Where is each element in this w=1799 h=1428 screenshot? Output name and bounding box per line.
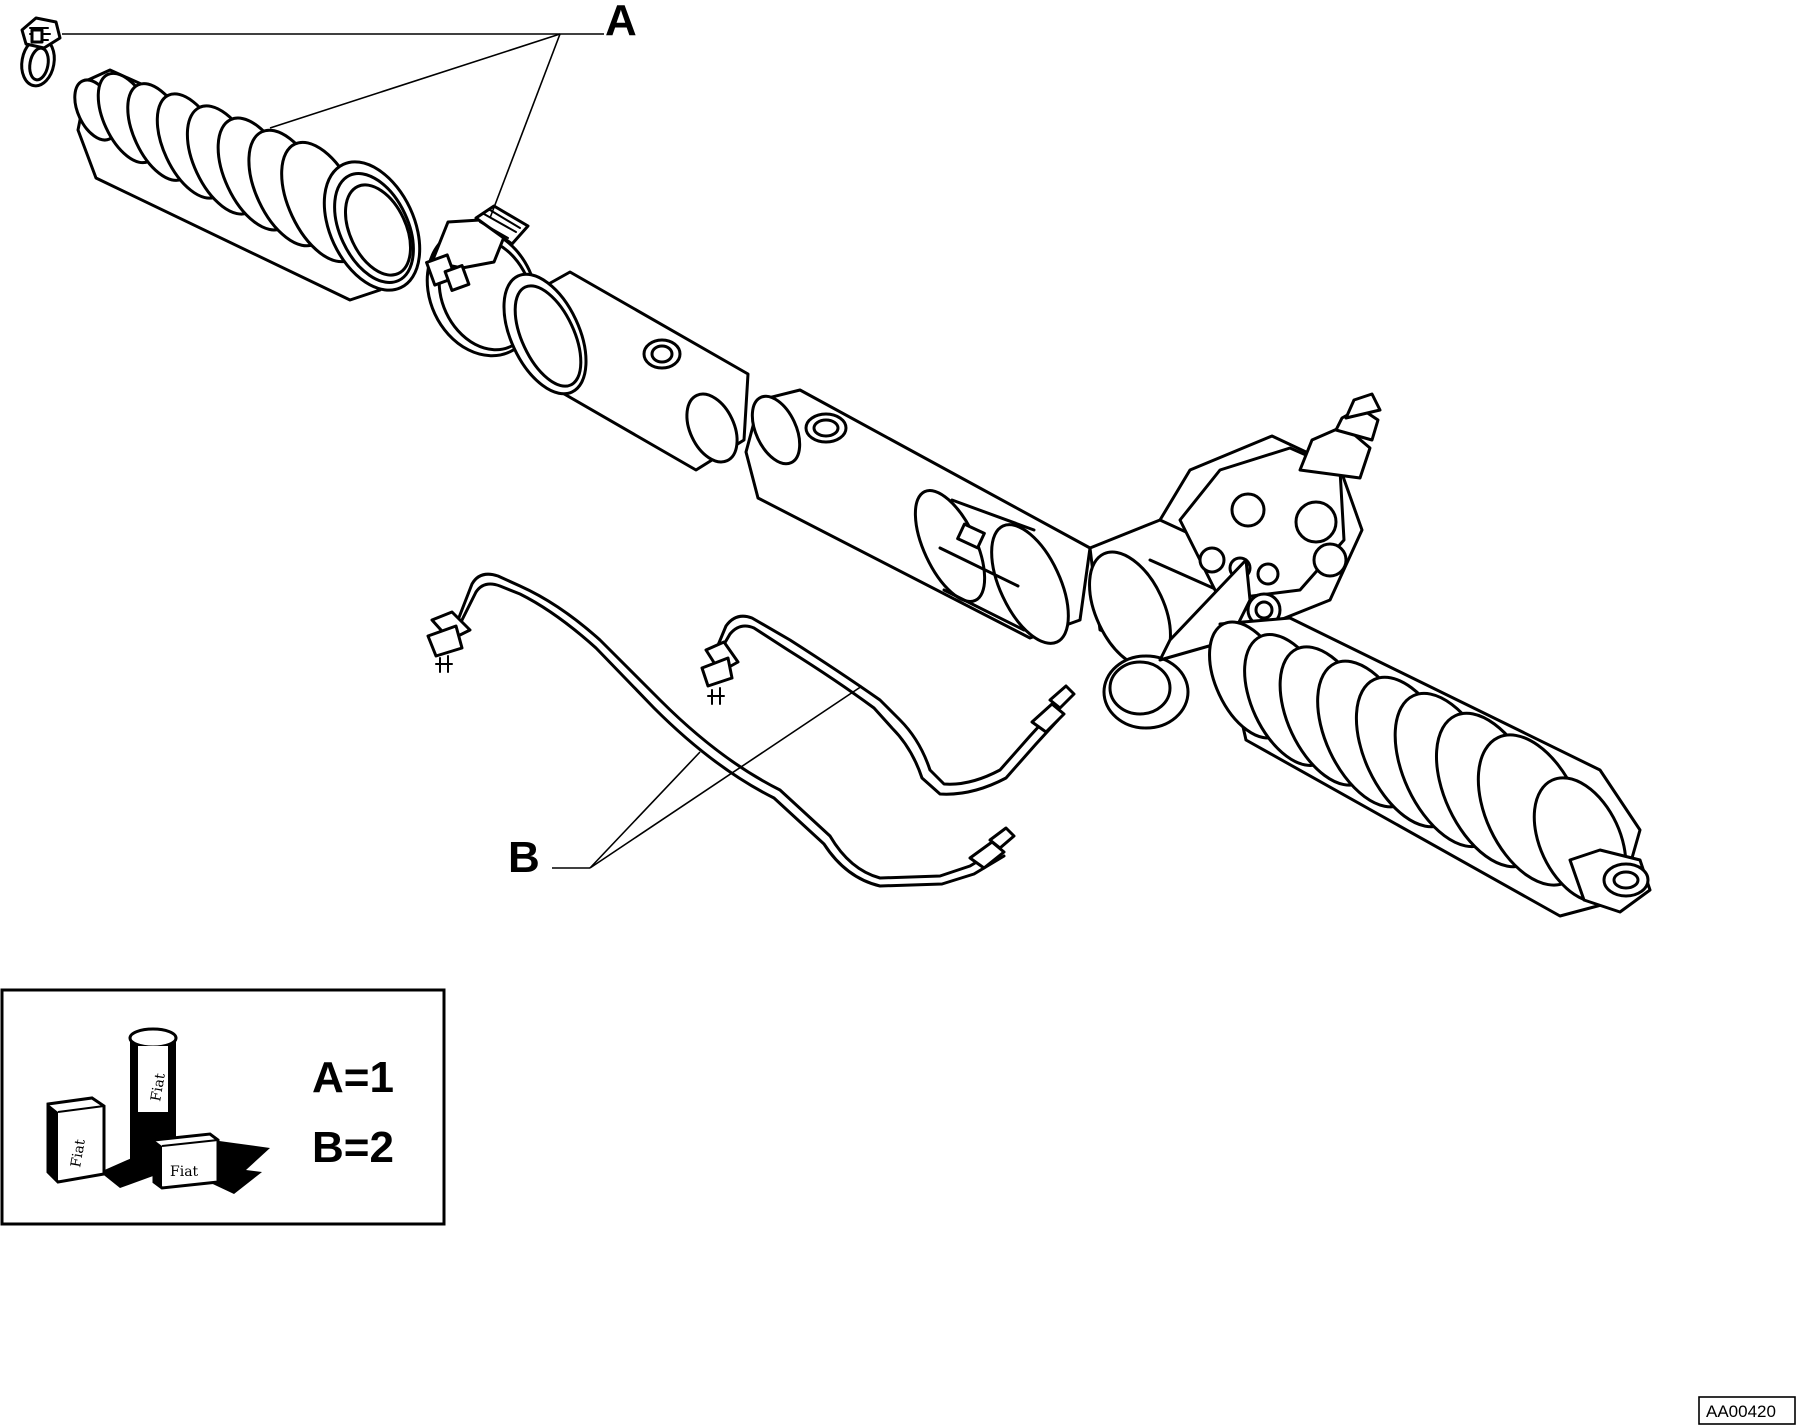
legend-quantity-b: B=2 bbox=[312, 1123, 394, 1172]
legend-box: Fiat Fiat Fiat A=1 B=2 bbox=[0, 988, 446, 1226]
icon-brand-box-front: Fiat bbox=[170, 1164, 199, 1180]
callout-b-label: B bbox=[508, 833, 540, 882]
hydraulic-pipe-long bbox=[426, 572, 1016, 888]
icon-brand-cylinder: Fiat bbox=[148, 1072, 169, 1103]
lubricant-products-icon bbox=[46, 1027, 270, 1194]
hydraulic-pipe-short bbox=[700, 614, 1076, 796]
rack-inner-tube bbox=[744, 388, 1092, 645]
icon-brand-box-left: Fiat bbox=[68, 1138, 89, 1169]
drawing-code-text: AA00420 bbox=[1706, 1402, 1776, 1421]
left-bellows-boot bbox=[73, 68, 422, 302]
small-hose-clamp bbox=[20, 16, 62, 88]
callout-b-leaders bbox=[552, 685, 863, 869]
rack-outer-tube bbox=[502, 270, 750, 472]
right-bellows-boot bbox=[1208, 616, 1652, 918]
legend-quantity-a: A=1 bbox=[312, 1053, 394, 1102]
callout-a-leaders bbox=[62, 33, 604, 219]
callout-a-label: A bbox=[605, 0, 637, 45]
drawing-code-tag: AA00420 bbox=[1698, 1396, 1796, 1425]
